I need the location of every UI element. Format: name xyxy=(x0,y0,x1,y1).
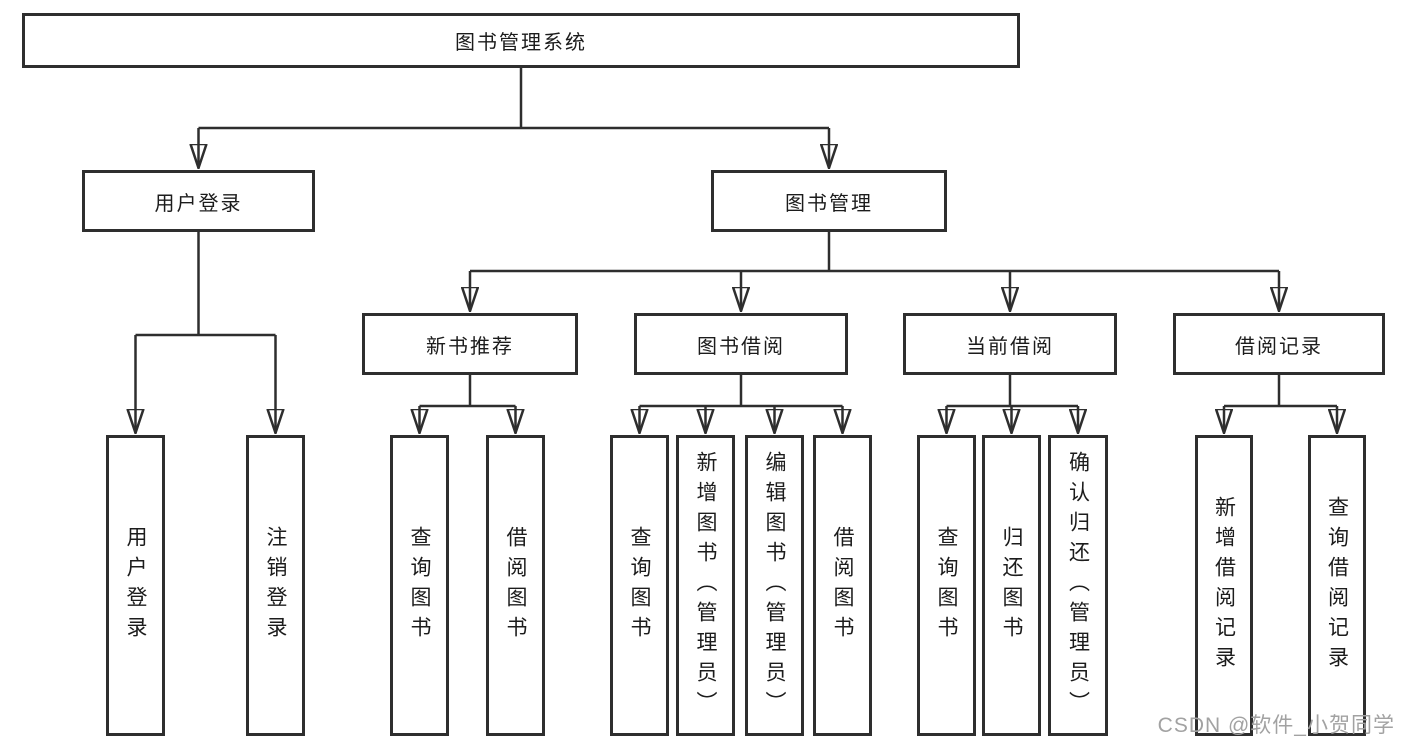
leaf-cb-query-books: 查询图书 xyxy=(917,435,976,736)
leaf-logout-login: 注销登录 xyxy=(246,435,305,736)
node-root: 图书管理系统 xyxy=(22,13,1020,68)
leaf-bb-query-books-label: 查询图书 xyxy=(628,525,651,646)
node-book-borrowing: 图书借阅 xyxy=(634,313,848,375)
connector-borrowing-records xyxy=(1224,375,1337,433)
leaf-br-add-record-label: 新增借阅记录 xyxy=(1212,495,1236,676)
leaf-br-query-record: 查询借阅记录 xyxy=(1308,435,1366,736)
leaf-br-query-record-label: 查询借阅记录 xyxy=(1325,495,1349,676)
leaf-nbr-borrow-books: 借阅图书 xyxy=(486,435,545,736)
connector-user-login xyxy=(136,232,276,433)
connector-new-book-recommend xyxy=(420,375,516,433)
leaf-bb-query-books: 查询图书 xyxy=(610,435,669,736)
connector-book-borrowing xyxy=(640,375,843,433)
leaf-user-login: 用户登录 xyxy=(106,435,165,736)
leaf-user-login-label: 用户登录 xyxy=(124,525,147,646)
node-book-borrowing-label: 图书借阅 xyxy=(697,335,785,358)
leaf-bb-add-books-admin-label: 新增图书（管理员） xyxy=(694,450,717,721)
node-borrowing-records: 借阅记录 xyxy=(1173,313,1385,375)
connector-book-management xyxy=(470,232,1279,311)
leaf-cb-confirm-return-admin-label: 确认归还（管理员） xyxy=(1066,450,1090,721)
leaf-bb-add-books-admin: 新增图书（管理员） xyxy=(676,435,735,736)
node-borrowing-records-label: 借阅记录 xyxy=(1235,335,1323,358)
node-new-book-recommend: 新书推荐 xyxy=(362,313,578,375)
node-new-book-recommend-label: 新书推荐 xyxy=(426,335,514,358)
leaf-cb-return-books-label: 归还图书 xyxy=(1000,525,1023,646)
leaf-nbr-borrow-books-label: 借阅图书 xyxy=(504,525,527,646)
leaf-bb-edit-books-admin-label: 编辑图书（管理员） xyxy=(763,450,786,721)
node-current-borrowing-label: 当前借阅 xyxy=(966,335,1054,358)
leaf-br-add-record: 新增借阅记录 xyxy=(1195,435,1253,736)
leaf-nbr-query-books-label: 查询图书 xyxy=(408,525,431,646)
node-user-login: 用户登录 xyxy=(82,170,315,232)
node-root-label: 图书管理系统 xyxy=(455,32,587,54)
node-book-management: 图书管理 xyxy=(711,170,947,232)
leaf-cb-return-books: 归还图书 xyxy=(982,435,1041,736)
leaf-cb-confirm-return-admin: 确认归还（管理员） xyxy=(1048,435,1108,736)
node-book-management-label: 图书管理 xyxy=(785,192,873,215)
connector-current-borrowing xyxy=(947,375,1079,433)
leaf-bb-borrow-books-label: 借阅图书 xyxy=(831,525,854,646)
leaf-nbr-query-books: 查询图书 xyxy=(390,435,449,736)
connector-root xyxy=(199,68,830,168)
leaf-logout-login-label: 注销登录 xyxy=(264,525,287,646)
csdn-watermark: CSDN @软件_小贺同学 xyxy=(1157,714,1395,737)
node-current-borrowing: 当前借阅 xyxy=(903,313,1117,375)
leaf-cb-query-books-label: 查询图书 xyxy=(935,525,958,646)
leaf-bb-borrow-books: 借阅图书 xyxy=(813,435,872,736)
node-user-login-label: 用户登录 xyxy=(154,192,243,215)
leaf-bb-edit-books-admin: 编辑图书（管理员） xyxy=(745,435,804,736)
